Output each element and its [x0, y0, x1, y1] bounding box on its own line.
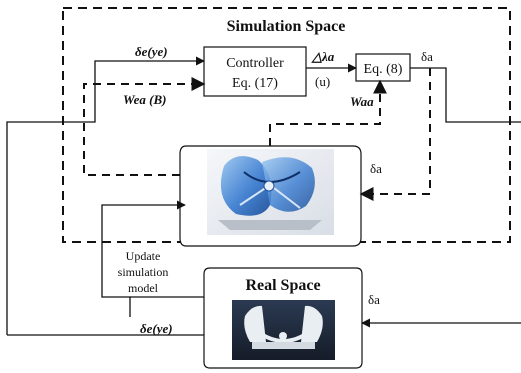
- edge-delta-e-to-controller: [6, 56, 205, 335]
- update-model-line1: Update: [126, 249, 161, 263]
- equation-8-label: Eq. (8): [364, 62, 403, 77]
- label-u: (u): [315, 74, 330, 89]
- edge-wea-b-feedback: [83, 77, 206, 176]
- simulation-space-title: Simulation Space: [227, 18, 346, 35]
- real-robot-image: [244, 305, 323, 349]
- edge-update-simulation-model: [101, 200, 186, 317]
- update-model-line3: model: [128, 281, 159, 295]
- label-w-aa: Waa: [350, 94, 374, 109]
- controller-line1: Controller: [226, 56, 284, 71]
- label-w-ea-b: Wea (B): [123, 92, 166, 107]
- label-delta-a-top: δa: [421, 49, 433, 64]
- edge-delta-a-to-simulation: [359, 68, 431, 201]
- controller-line2: Eq. (17): [232, 76, 278, 91]
- label-delta-lambda-a: △λa: [311, 49, 335, 64]
- edge-waa-feedback: [269, 79, 387, 146]
- update-model-line2: simulation: [118, 265, 169, 279]
- edge-eq8-output: [410, 67, 521, 123]
- real-space-title: Real Space: [245, 277, 320, 294]
- label-delta-e-ye-bottom: δe(ye): [140, 321, 173, 336]
- label-delta-a-real: δa: [368, 292, 380, 307]
- simulation-robot-image: [218, 156, 322, 230]
- label-delta-a-mid: δa: [370, 161, 382, 176]
- controller-box: [203, 46, 307, 97]
- label-delta-e-ye-top: δe(ye): [135, 44, 168, 59]
